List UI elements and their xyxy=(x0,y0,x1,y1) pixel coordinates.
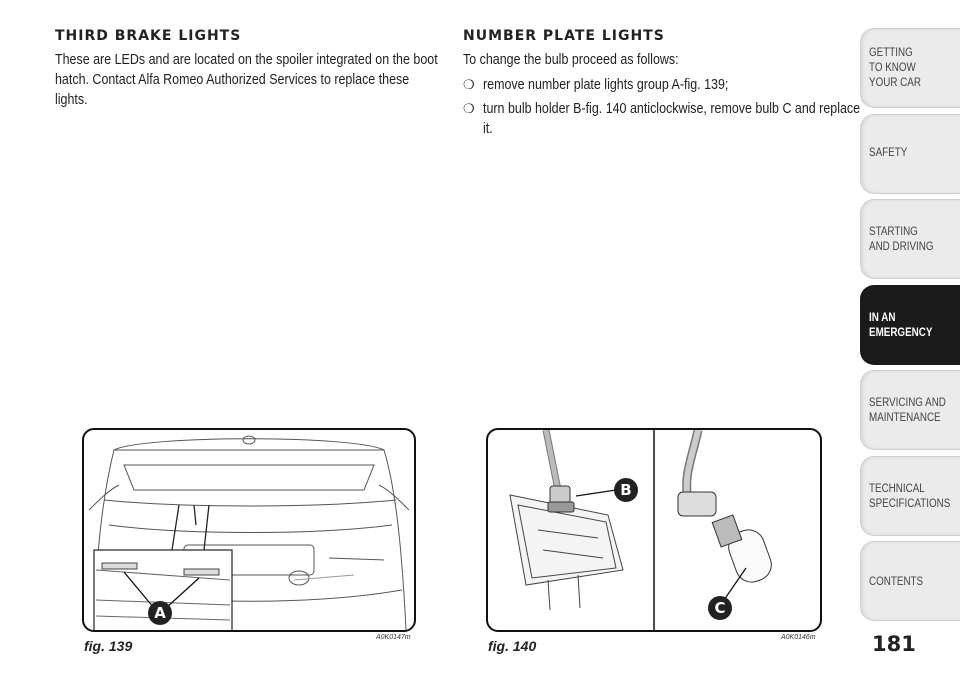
tab-label: SAFETY xyxy=(869,145,908,159)
callout-c-marker xyxy=(708,596,732,620)
tab-label: SERVICING AND MAINTENANCE xyxy=(869,395,946,424)
number-plate-intro: To change the bulb proceed as follows: xyxy=(463,52,679,68)
tab-safety[interactable]: SAFETY xyxy=(860,114,960,194)
list-item-text: turn bulb holder B-fig. 140 anticlockwis… xyxy=(483,101,861,137)
page-number: 181 xyxy=(872,632,916,656)
figure-140-caption: fig. 140 xyxy=(488,638,537,654)
bulb-holder-drawing: B C xyxy=(509,430,772,630)
figure-139-illustration: A xyxy=(82,428,416,632)
section-heading-third-brake-lights: THIRD BRAKE LIGHTS xyxy=(55,28,242,44)
callout-b-label: B xyxy=(620,481,631,499)
callout-a-marker xyxy=(148,601,172,625)
tab-label: TECHNICAL SPECIFICATIONS xyxy=(869,481,951,510)
callout-b-marker xyxy=(614,478,638,502)
figure-139-caption: fig. 139 xyxy=(84,638,133,654)
list-item-text: remove number plate lights group A-fig. … xyxy=(483,77,729,93)
figure-139-code: A0K0147m xyxy=(376,634,411,641)
tab-technical-specifications[interactable]: TECHNICAL SPECIFICATIONS xyxy=(860,456,960,536)
tab-contents[interactable]: CONTENTS xyxy=(860,541,960,621)
tab-label: CONTENTS xyxy=(869,574,924,588)
callout-a-label: A xyxy=(154,604,166,622)
tab-getting-to-know-your-car[interactable]: GETTING TO KNOW YOUR CAR xyxy=(860,28,960,108)
tab-label: IN AN EMERGENCY xyxy=(869,310,933,339)
section-heading-number-plate-lights: NUMBER PLATE LIGHTS xyxy=(463,28,665,44)
tab-in-an-emergency[interactable]: IN AN EMERGENCY xyxy=(860,285,960,365)
figure-140-code: A0K0146m xyxy=(781,634,816,641)
third-brake-lights-text: These are LEDs and are located on the sp… xyxy=(55,52,438,108)
figure-140-illustration: B C xyxy=(486,428,822,632)
tab-label: GETTING TO KNOW YOUR CAR xyxy=(869,45,921,89)
tab-label: STARTING AND DRIVING xyxy=(869,224,934,253)
car-rear-drawing: A xyxy=(88,435,410,630)
tab-servicing-and-maintenance[interactable]: SERVICING AND MAINTENANCE xyxy=(860,370,960,450)
bullet-icon: ❍ xyxy=(463,77,475,92)
callout-c-label: C xyxy=(714,599,725,617)
bullet-icon: ❍ xyxy=(463,101,475,116)
tab-starting-and-driving[interactable]: STARTING AND DRIVING xyxy=(860,199,960,279)
